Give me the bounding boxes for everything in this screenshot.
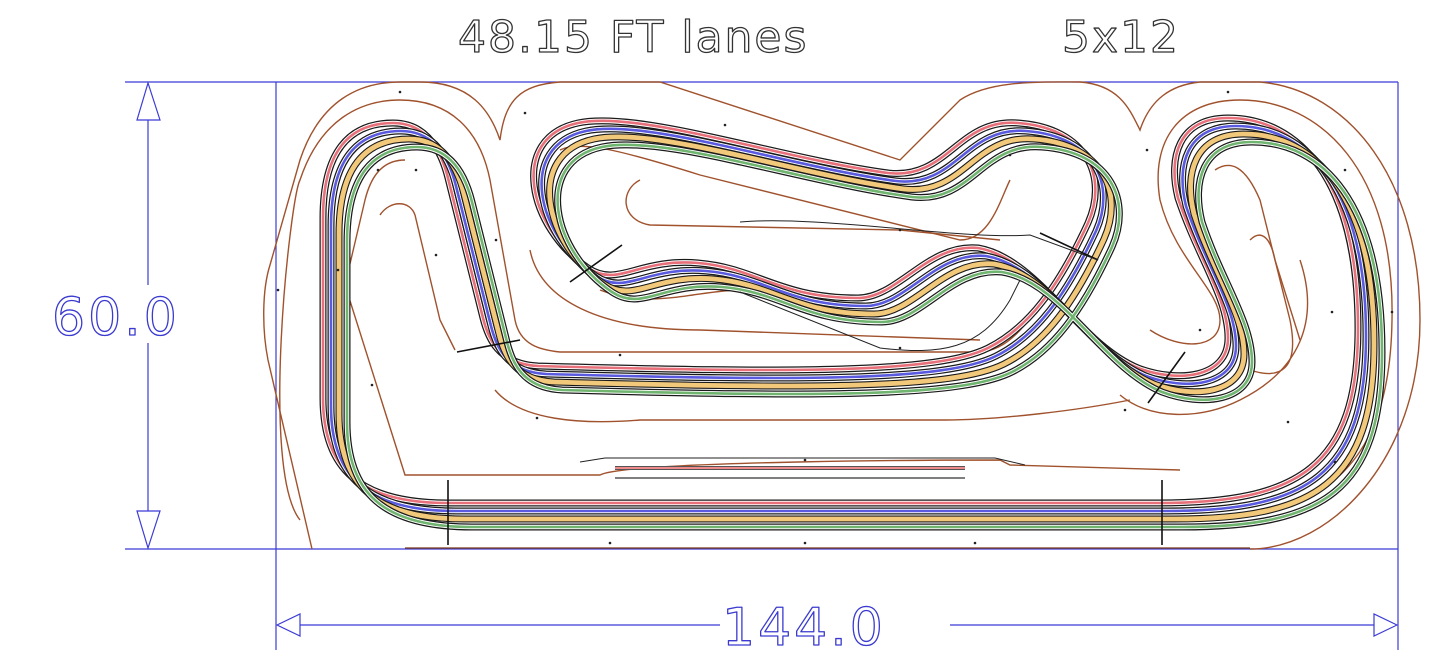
width-dimension: 144.0	[275, 597, 1399, 659]
arrow-up-icon	[136, 80, 161, 121]
width-label: 144.0	[722, 598, 886, 658]
arrow-left-icon	[275, 613, 301, 637]
arrow-down-icon	[136, 510, 161, 551]
height-label: 60.0	[52, 288, 180, 348]
arrow-right-icon	[1373, 613, 1399, 637]
title-group: 48.15 FT lanes 5x12	[457, 11, 1180, 63]
table-boundary	[125, 81, 1399, 650]
bridge-markers	[447, 232, 1186, 545]
table-size-label: 5x12	[1062, 12, 1180, 63]
bridge-left-hairpin	[456, 339, 521, 353]
bridge-top-left	[569, 244, 623, 283]
crossover-guides	[739, 220, 1099, 352]
joint-dots	[276, 90, 1394, 545]
pit-lane	[579, 457, 1026, 479]
height-dimension: 60.0	[51, 80, 180, 551]
track-lanes	[323, 118, 1382, 527]
lane-length-label: 48.15 FT lanes	[458, 12, 808, 63]
bridge-crossover	[1039, 232, 1099, 261]
bridge-right-hairpin	[1147, 351, 1186, 404]
